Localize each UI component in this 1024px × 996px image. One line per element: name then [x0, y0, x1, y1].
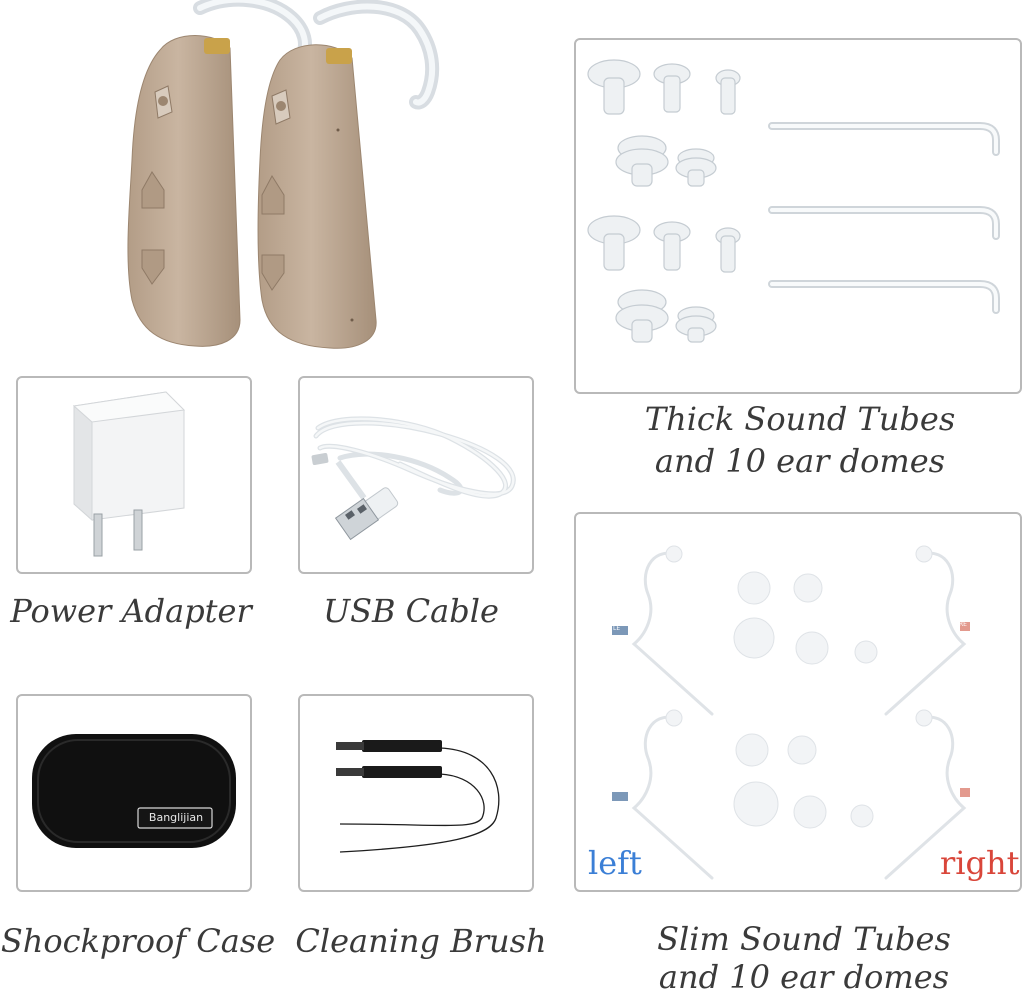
shockproof-case-icon — [32, 734, 236, 848]
right-label: right — [940, 844, 1020, 882]
slim-tube-right-top — [884, 551, 967, 716]
hearing-aid-left-device — [127, 0, 312, 347]
power-adapter-icon — [72, 391, 186, 557]
left-label: left — [588, 844, 642, 882]
tube-mark-right: RE — [959, 621, 967, 628]
cleaning-brush-caption: Cleaning Brush — [295, 922, 547, 960]
ear-dome-small — [715, 69, 741, 115]
ear-dome-large — [587, 215, 641, 271]
power-adapter-caption: Power Adapter — [10, 592, 252, 630]
slim-tubes-caption-line2: and 10 ear domes — [658, 958, 950, 996]
usb-cable-icon — [311, 416, 516, 541]
slim-tube-left-bottom — [631, 715, 714, 880]
ear-dome-double-large — [615, 289, 669, 343]
slim-tubes-panel: LE RE left right — [574, 512, 1022, 892]
ear-dome-double-small — [675, 148, 717, 187]
shockproof-case-panel: Banglijian — [16, 694, 252, 892]
hearing-aid-right-device — [257, 0, 440, 349]
slim-tube-left-top — [631, 551, 714, 716]
ear-dome-double-large — [615, 135, 669, 187]
slim-tubes-caption-line1: Slim Sound Tubes — [657, 920, 951, 958]
tube-mark-left: LE — [613, 625, 621, 632]
thick-tubes-caption-line1: Thick Sound Tubes — [644, 400, 956, 438]
hearing-aids-illustration — [127, 0, 440, 349]
usb-cable-caption: USB Cable — [323, 592, 499, 630]
cleaning-brush-panel — [298, 694, 534, 892]
cleaning-brush-icon — [336, 740, 500, 853]
slim-tubes-illustration — [612, 545, 970, 880]
ear-dome-medium — [653, 63, 691, 113]
usb-cable-panel — [298, 376, 534, 574]
thick-tubes-panel — [574, 38, 1022, 394]
case-brand-label: Banglijian — [148, 811, 204, 824]
thick-tubes-caption-line2: and 10 ear domes — [654, 442, 946, 480]
ear-dome-medium — [653, 221, 691, 271]
slim-tube-right-bottom — [884, 715, 967, 880]
thick-sound-tubes — [768, 122, 1000, 314]
shockproof-case-caption: Shockproof Case — [0, 922, 276, 960]
power-adapter-panel — [16, 376, 252, 574]
ear-dome-double-small — [675, 306, 717, 343]
ear-dome-small — [715, 227, 741, 273]
ear-dome-large — [587, 59, 641, 115]
thick-tubes-illustration — [587, 59, 1000, 343]
